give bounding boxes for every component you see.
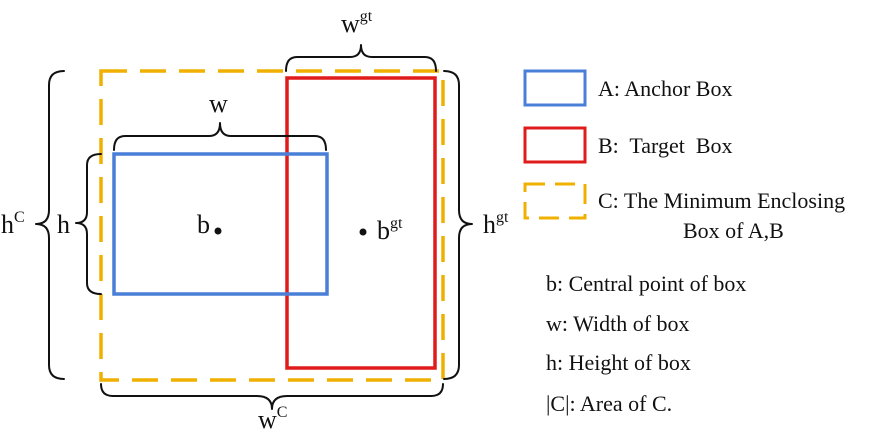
label-w-gt: wgt xyxy=(341,8,373,38)
legend-swatch-anchor xyxy=(523,69,587,107)
brace-h xyxy=(75,153,102,295)
label-w-c: wC xyxy=(258,404,287,434)
enclosing-box-c xyxy=(99,69,445,382)
brace-h-c xyxy=(35,70,65,380)
anchor-center-point xyxy=(214,227,222,235)
brace-h-gt xyxy=(443,70,473,380)
legend-anchor-label: A: Anchor Box xyxy=(598,76,732,101)
legend-target-label: B: Target Box xyxy=(598,133,733,158)
legend-swatch-target xyxy=(523,126,587,164)
anchor-box-a xyxy=(112,152,329,296)
legend-enclosing-label-line1: C: The Minimum Enclosing xyxy=(598,188,845,213)
note-width: w: Width of box xyxy=(546,311,690,336)
legend-swatch-enclosing xyxy=(523,182,587,220)
legend-enclosing-label-line2: Box of A,B xyxy=(683,218,784,243)
target-box-b xyxy=(285,76,437,370)
note-area: |C|: Area of C. xyxy=(546,391,672,416)
label-b: b xyxy=(197,210,210,239)
label-h-gt: hgt xyxy=(483,209,509,239)
brace-w-gt xyxy=(285,44,437,72)
label-b-gt: bgt xyxy=(377,215,403,245)
label-h-c: hC xyxy=(1,209,25,239)
brace-w-c xyxy=(100,383,444,410)
target-center-point xyxy=(359,228,367,236)
note-height: h: Height of box xyxy=(546,350,691,375)
label-w: w xyxy=(209,89,228,118)
brace-w xyxy=(113,122,327,151)
label-h: h xyxy=(57,210,70,239)
note-central-point: b: Central point of box xyxy=(546,271,746,296)
